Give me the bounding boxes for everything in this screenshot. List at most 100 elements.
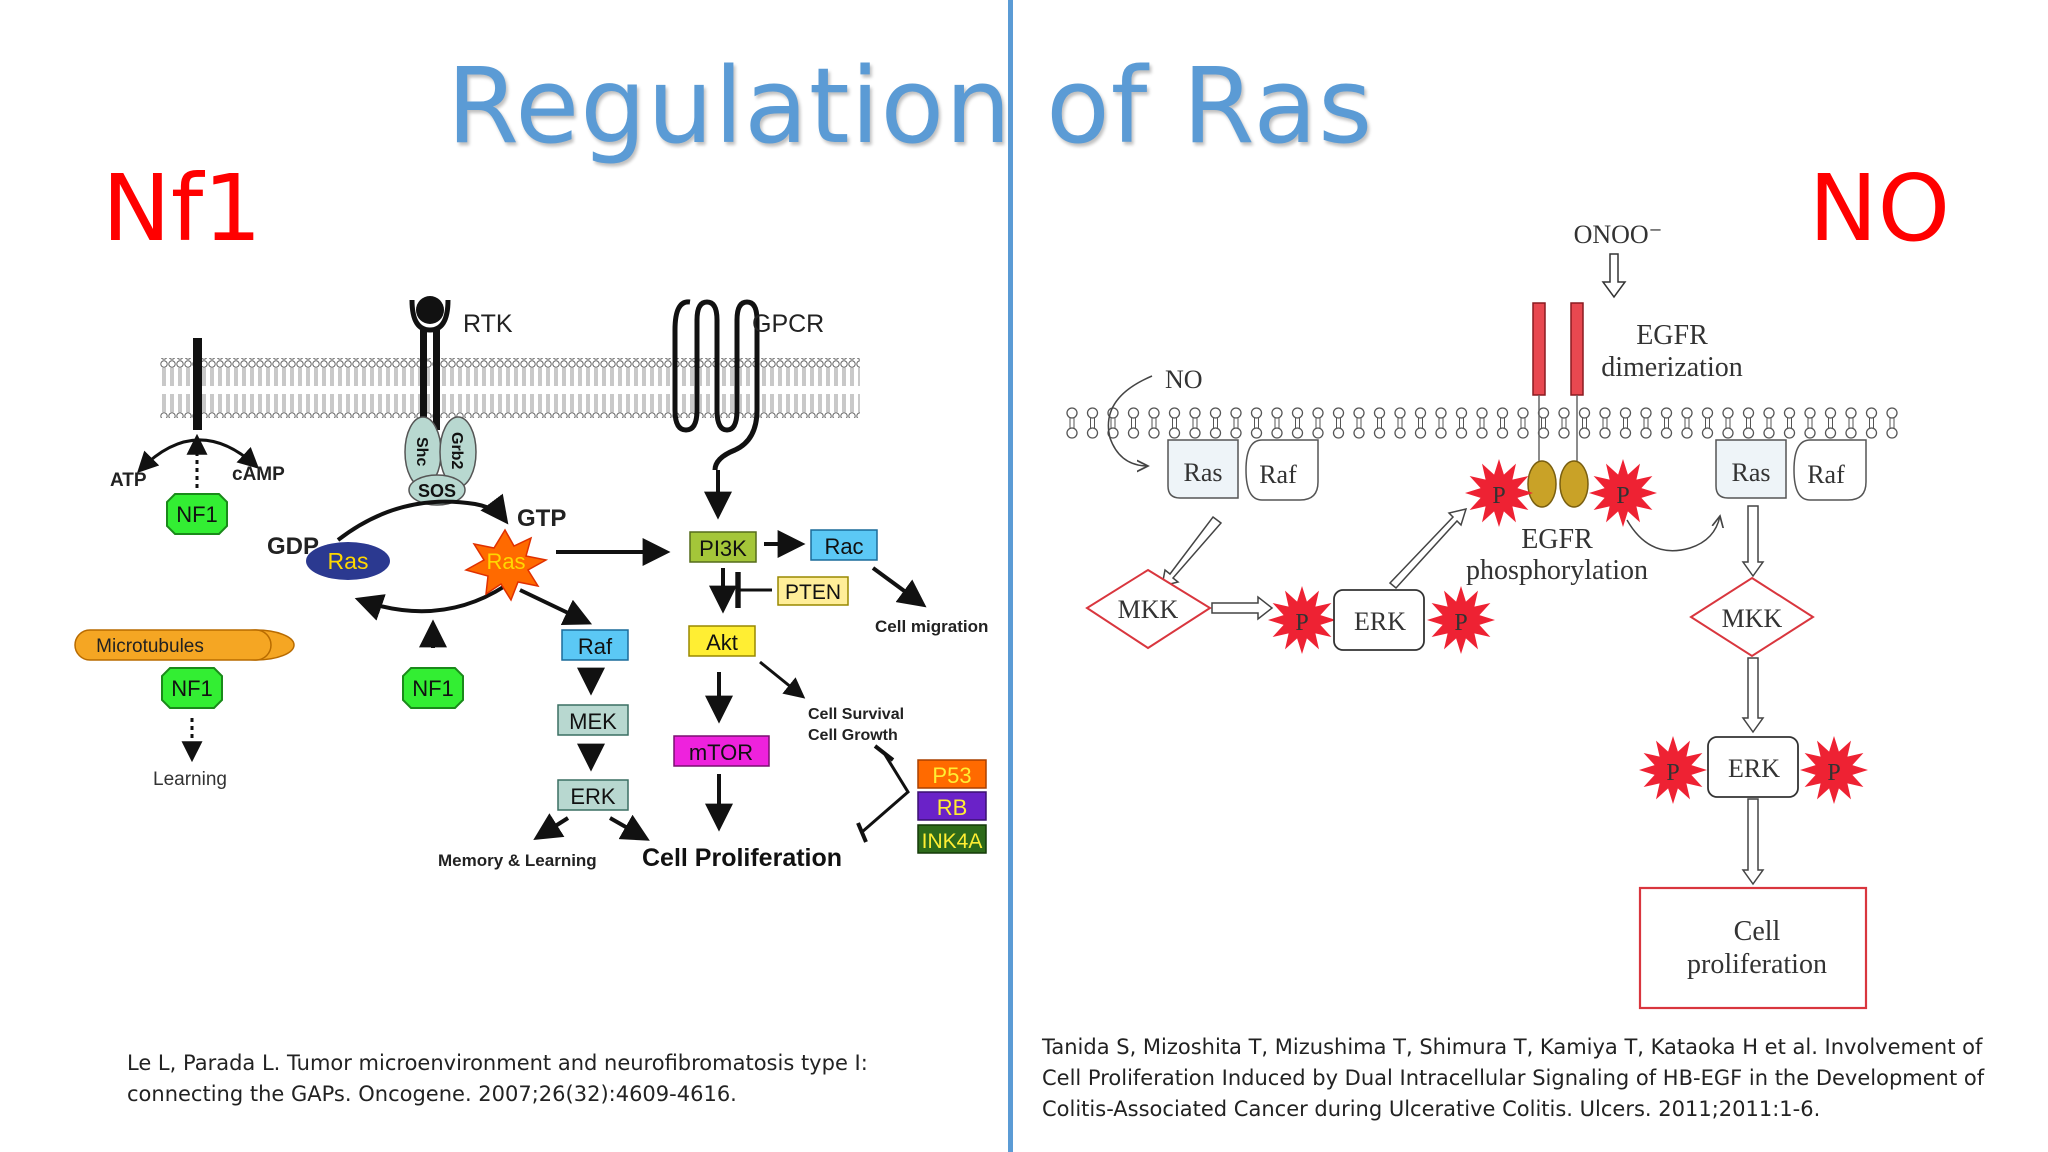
- erk-label-left: ERK: [1354, 607, 1406, 636]
- p-label-erk2-left: P: [1666, 760, 1679, 786]
- onoo-arrow: [1601, 253, 1627, 299]
- no-label: NO: [1165, 365, 1203, 394]
- egfr-kinase-left: [1527, 460, 1557, 508]
- nf1-label-top: NF1: [176, 502, 218, 527]
- rac-node: Rac: [810, 529, 878, 561]
- adenylyl-cyclase-bar: [193, 338, 202, 430]
- lipid-unit: [1660, 407, 1673, 439]
- cell-proliferation-label-2: proliferation: [1687, 949, 1827, 980]
- phospho-stars: [1268, 459, 1868, 804]
- gpcr-label: GPCR: [752, 310, 824, 338]
- membrane-lipids: [1066, 407, 1898, 439]
- erk-node-left: ERK: [1333, 589, 1425, 651]
- lipid-unit: [1681, 407, 1693, 439]
- slide-title: Regulation of Ras: [446, 45, 1374, 167]
- ink4a-node: INK4A: [917, 824, 987, 854]
- ras-raf-complex-right: Ras Raf: [1715, 439, 1867, 501]
- camp-label: cAMP: [232, 464, 285, 485]
- atp-label: ATP: [110, 470, 147, 491]
- akt-to-survival-arrow: [759, 660, 806, 699]
- egfr-receptor-right: [1570, 302, 1584, 396]
- mtor-label: mTOR: [689, 740, 753, 765]
- lipid-unit: [1763, 407, 1775, 439]
- lipid-unit: [1865, 407, 1878, 439]
- nf1-node-middle: NF1: [402, 667, 464, 709]
- ras-gtp-star: Ras: [464, 528, 549, 602]
- lipid-unit: [1476, 407, 1488, 439]
- gpcr-receptor: [672, 299, 760, 471]
- gtp-label: GTP: [517, 505, 566, 532]
- lipid-unit: [1537, 407, 1550, 439]
- raf-label-left: Raf: [1259, 460, 1297, 489]
- phospho-star: [1639, 736, 1707, 804]
- no-panel-label: NO: [1808, 155, 1950, 262]
- lipid-unit: [1353, 407, 1365, 439]
- mkk-to-erk-arrow: [1211, 595, 1274, 621]
- lipid-unit: [1558, 407, 1570, 439]
- rtk-receptor: [409, 296, 451, 430]
- egfr-kinase-right: [1559, 460, 1589, 508]
- mtor-node: mTOR: [673, 735, 770, 767]
- cell-survival-label: Cell Survival: [808, 706, 904, 723]
- phospho-star: [1800, 736, 1868, 804]
- rac-label: Rac: [824, 534, 863, 559]
- erk-to-egfr-arrow: [1388, 507, 1468, 590]
- lipid-unit: [1066, 407, 1078, 439]
- egfr-receptor-left: [1532, 302, 1546, 396]
- nf1-label-bottom: NF1: [171, 676, 213, 701]
- lipid-unit: [1127, 407, 1140, 439]
- lipid-unit: [1578, 407, 1591, 439]
- suppressor-inhibition: [861, 752, 910, 834]
- p-label-erk-right: P: [1454, 610, 1467, 636]
- p53-label: P53: [932, 763, 971, 788]
- erk-to-proliferation-arrow: [609, 814, 650, 841]
- lipid-unit: [1086, 407, 1099, 439]
- nf1-pathway-diagram: ATP cAMP NF1 RTK Shc Grb2 SOS GPCR: [74, 296, 988, 872]
- phospho-star: [1427, 586, 1495, 654]
- erk-to-memory-arrow: [533, 813, 570, 840]
- phospho-star: [1465, 459, 1533, 527]
- p-label-erk-left: P: [1295, 610, 1308, 636]
- nf1-node-bottom: NF1: [161, 667, 223, 709]
- cell-proliferation-label: Cell Proliferation: [642, 844, 842, 872]
- lipid-unit: [1168, 407, 1181, 439]
- rb-node: RB: [917, 791, 987, 821]
- onoo-label: ONOO⁻: [1574, 220, 1663, 249]
- lipid-unit: [1291, 407, 1304, 439]
- grb2-label: Grb2: [448, 432, 465, 469]
- no-arrow: [1107, 375, 1153, 466]
- raf-label: Raf: [578, 634, 613, 659]
- rtk-label: RTK: [463, 310, 513, 338]
- mek-node: MEK: [557, 704, 629, 736]
- erk-label: ERK: [570, 784, 616, 809]
- gdp-to-gtp-arrow: [336, 493, 509, 542]
- p-label-egfr-right: P: [1616, 483, 1629, 509]
- lipid-unit: [1517, 407, 1529, 439]
- tbar-proliferation: [856, 822, 868, 843]
- raf-to-mkk-arrow: [1161, 515, 1223, 588]
- erk-node-right: ERK: [1707, 736, 1799, 798]
- lipid-unit: [1312, 407, 1324, 439]
- sos-label: SOS: [418, 481, 456, 501]
- raf-to-mkk-arrow-right: [1741, 505, 1765, 578]
- microtubules-label: Microtubules: [96, 636, 204, 657]
- ras-label-left: Ras: [1184, 458, 1223, 487]
- lipid-unit: [1230, 407, 1242, 439]
- ras-raf-complex-left: Ras Raf: [1167, 439, 1319, 501]
- cell-proliferation-box: Cell proliferation: [1638, 886, 1868, 1010]
- raf-label-right: Raf: [1807, 460, 1845, 489]
- lipid-unit: [1148, 407, 1160, 439]
- lipid-unit: [1804, 407, 1816, 439]
- phospho-star: [1589, 459, 1657, 527]
- nf1-panel-label: Nf1: [102, 155, 262, 262]
- ras-to-raf-arrow: [519, 588, 593, 625]
- lipid-unit: [1250, 407, 1263, 439]
- lipid-unit: [1742, 407, 1755, 439]
- learning-label: Learning: [153, 769, 227, 790]
- egfr-phosphorylation-label-1: EGFR: [1521, 524, 1593, 555]
- ras-gdp-node: Ras: [306, 542, 390, 580]
- p53-node: P53: [917, 759, 987, 789]
- ras-gtp-label: Ras: [486, 549, 525, 574]
- lipid-unit: [1640, 407, 1652, 439]
